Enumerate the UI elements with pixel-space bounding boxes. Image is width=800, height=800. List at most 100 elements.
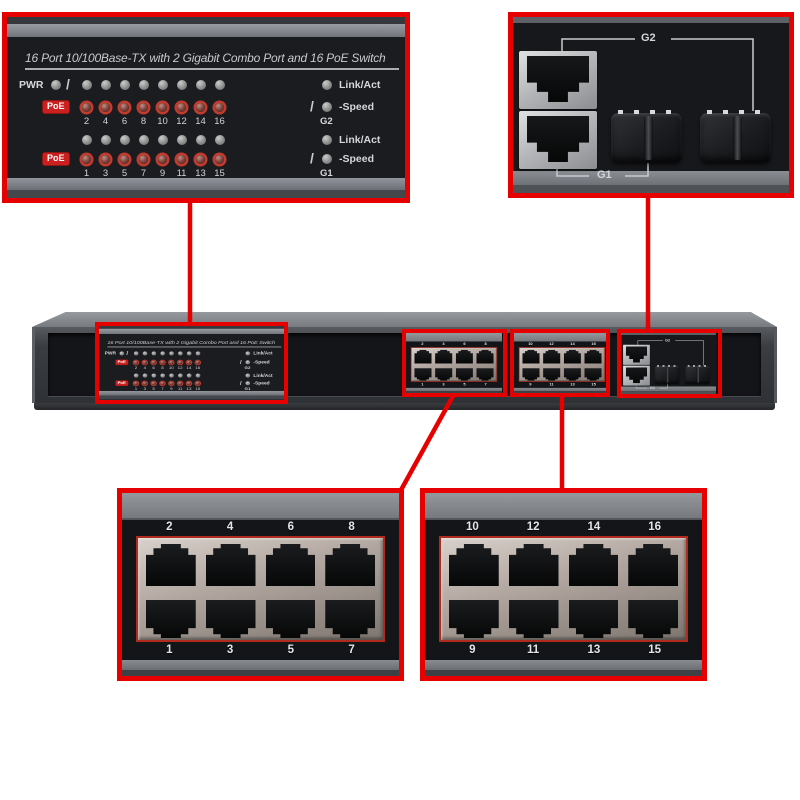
chassis-edge xyxy=(513,185,789,193)
g1-link-led xyxy=(245,373,251,378)
chassis-edge xyxy=(122,670,399,676)
port-number: 10 xyxy=(168,365,174,371)
g1-label: G1 xyxy=(320,168,333,178)
chassis-bevel xyxy=(425,660,702,670)
g2-label: G2 xyxy=(244,365,251,371)
port-number: 11 xyxy=(177,386,183,391)
rj45-port xyxy=(568,544,619,586)
rj45-jack-opening xyxy=(625,346,648,363)
port-row-top xyxy=(414,349,494,364)
port-row-top xyxy=(146,544,375,586)
port-number: 13 xyxy=(587,644,601,656)
port-number: 6 xyxy=(121,116,128,127)
g2-speed-led xyxy=(322,102,332,112)
rj45-port xyxy=(563,349,581,364)
chassis-edge xyxy=(406,391,503,394)
rj45-port xyxy=(146,544,196,586)
port-number: 13 xyxy=(186,386,192,391)
chassis-edge xyxy=(7,17,405,24)
chassis-bevel xyxy=(122,660,399,670)
rj45-port xyxy=(563,368,581,381)
g2-rj45-port xyxy=(623,344,650,365)
rj45-port xyxy=(435,349,453,364)
rj45-port xyxy=(522,349,540,364)
rj45-port xyxy=(628,600,678,638)
chassis-bevel xyxy=(514,387,611,392)
port-row-top xyxy=(522,349,602,364)
port-number: 16 xyxy=(591,342,596,347)
rj45-jack-opening xyxy=(625,367,648,384)
g2-link-led xyxy=(322,80,332,90)
port-number: 2 xyxy=(83,116,90,127)
poe-led-row-odd xyxy=(77,154,229,164)
port-row-bottom xyxy=(146,600,375,638)
g1-speed-label: -Speed xyxy=(253,380,270,386)
g2-rj45-port xyxy=(519,51,597,109)
port-number: 12 xyxy=(177,365,183,371)
rj45-port xyxy=(449,544,499,586)
rj45-port xyxy=(325,544,375,586)
rj45-jack-opening xyxy=(527,116,589,162)
port-number: 5 xyxy=(121,168,128,178)
front-panel-photo: 16 Port 10/100Base-TX with 2 Gigabit Com… xyxy=(7,17,405,198)
g2-link-led xyxy=(245,351,251,356)
rj45-port xyxy=(455,368,473,381)
rj45-port xyxy=(449,600,499,638)
rj45-port xyxy=(522,368,540,381)
rj45-port xyxy=(476,368,494,381)
port-number: 7 xyxy=(140,168,147,178)
rj45-port xyxy=(508,600,559,638)
combo-ports-photo: G2 G1 xyxy=(621,333,716,395)
g1-speed-led xyxy=(322,154,332,164)
port-number: 11 xyxy=(549,382,554,387)
rj45-port xyxy=(584,368,602,381)
port-number: 7 xyxy=(161,386,164,391)
pwr-led xyxy=(51,80,61,90)
rj45-port xyxy=(265,600,316,638)
port-row-top xyxy=(449,544,678,586)
port-number: 3 xyxy=(102,168,109,178)
g2-speed-label: -Speed xyxy=(253,359,270,365)
callout-front-panel: 16 Port 10/100Base-TX with 2 Gigabit Com… xyxy=(2,12,410,203)
port-number: 10 xyxy=(528,342,533,347)
combo-panel-face: G2 G1 xyxy=(621,335,716,390)
highlight-uplink-ports xyxy=(617,329,722,398)
g1-link-act-label: Link/Act xyxy=(253,373,273,378)
g1-sfp-port xyxy=(654,365,680,384)
front-panel-face: 16 Port 10/100Base-TX with 2 Gigabit Com… xyxy=(7,37,405,178)
g2-sfp-port xyxy=(700,110,771,163)
g1-rj45-port xyxy=(623,365,650,386)
callout-connector-line xyxy=(399,394,455,492)
chassis-edge xyxy=(514,391,611,394)
poe-badge: PoE xyxy=(43,153,69,165)
front-panel-face: 16 Port 10/100Base-TX with 2 Gigabit Com… xyxy=(99,334,285,391)
port-number: 8 xyxy=(484,342,487,347)
g2-label: G2 xyxy=(320,116,333,127)
port-number: 8 xyxy=(140,116,147,127)
port-number: 15 xyxy=(648,644,662,656)
port-number: 3 xyxy=(226,644,234,656)
combo-panel-face: G2 G1 xyxy=(513,23,789,181)
port-number: 10 xyxy=(157,116,168,127)
pwr-label: PWR xyxy=(104,350,116,356)
poe-led-row-even xyxy=(77,102,229,112)
g1-link-act-label: Link/Act xyxy=(339,134,381,146)
rj45-port xyxy=(435,368,453,381)
rj45-port-block xyxy=(439,536,688,642)
rj45-jack-opening xyxy=(527,56,589,102)
port-number: 11 xyxy=(527,644,540,656)
port-number: 15 xyxy=(591,382,596,387)
slash-divider: / xyxy=(239,379,242,387)
rj45-port xyxy=(543,368,561,381)
rj45-port xyxy=(414,349,432,364)
port-number: 4 xyxy=(143,365,147,371)
chassis-bevel xyxy=(513,171,789,185)
